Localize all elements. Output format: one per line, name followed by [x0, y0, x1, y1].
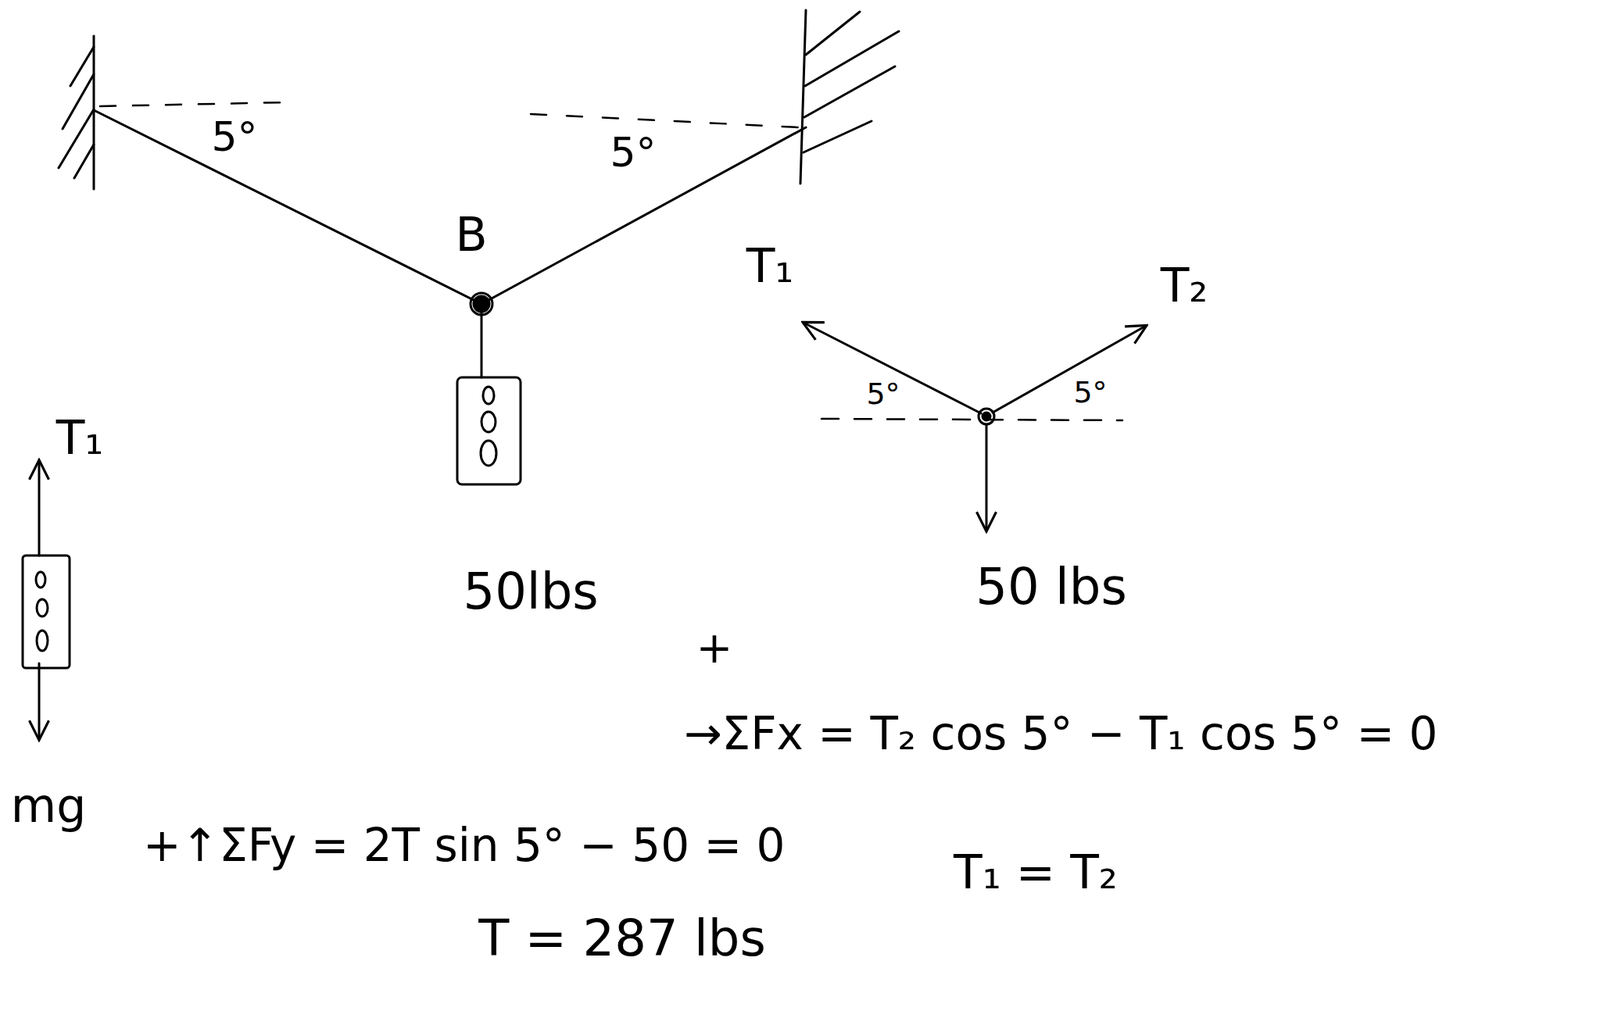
- angle-label: 5°: [609, 130, 656, 176]
- equation: →ΣFx = T₂ cos 5° − T₁ cos 5° = 0: [683, 709, 1438, 760]
- cable: [93, 110, 806, 305]
- angle-label: 5°: [866, 378, 900, 412]
- angle-label: 5°: [211, 114, 258, 160]
- result: T = 287 lbs: [478, 911, 766, 967]
- weight-label: 50lbs: [462, 564, 598, 620]
- equation: T₁ = T₂: [953, 846, 1118, 899]
- tension-label: T₂: [1160, 259, 1209, 312]
- angle-label: 5°: [1073, 376, 1107, 410]
- weight-block: [457, 377, 521, 485]
- wall: [800, 10, 806, 184]
- tension-label: T₁: [746, 239, 795, 292]
- weight-label: 50 lbs: [975, 559, 1128, 615]
- point-label: B: [454, 208, 487, 261]
- knot-point: [978, 408, 995, 425]
- sign-label: +: [696, 623, 734, 673]
- equation: +↑ΣFy = 2T sin 5° − 50 = 0: [143, 821, 786, 872]
- tension-label: T₁: [56, 411, 104, 464]
- weight-label: mg: [10, 780, 87, 832]
- weight-block: [22, 555, 70, 669]
